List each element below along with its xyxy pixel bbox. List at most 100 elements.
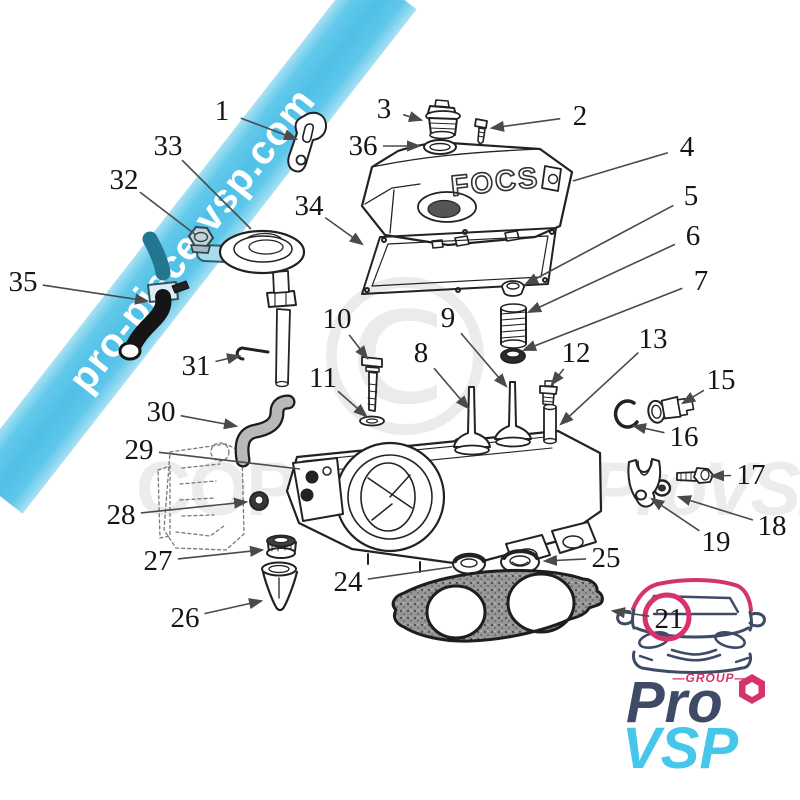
part-5-spring-retainer-drawing: [501, 280, 525, 297]
part-label-13: 13: [639, 323, 668, 355]
part-arrow-1: [240, 117, 299, 140]
part-label-34: 34: [295, 190, 325, 222]
part-label-25: 25: [592, 542, 621, 574]
part-arrow-12: [550, 368, 565, 386]
logo-pro-text: Pro: [626, 670, 723, 735]
part-29-cylinder-head-drawing: [285, 429, 603, 575]
part-arrow-10: [348, 334, 369, 360]
part-label-3: 3: [377, 93, 392, 125]
part-arrow-19: [650, 497, 700, 532]
part-label-9: 9: [441, 302, 456, 334]
part-label-29: 29: [125, 434, 154, 466]
part-arrow-18: [676, 495, 754, 521]
part-label-7: 7: [694, 265, 709, 297]
part-label-18: 18: [758, 510, 787, 542]
part-label-31: 31: [182, 350, 211, 382]
part-arrow-5: [523, 204, 674, 286]
part-26-cone-plug-drawing: [261, 561, 299, 612]
part-label-1: 1: [215, 95, 230, 127]
part-arrow-8: [433, 367, 470, 410]
part-arrow-25: [542, 554, 587, 567]
part-arrow-35: [42, 284, 150, 305]
part-label-12: 12: [562, 337, 591, 369]
part-label-11: 11: [309, 362, 337, 394]
part-label-4: 4: [680, 131, 695, 163]
part-3-oil-filler-cap-drawing: [425, 99, 461, 140]
part-8-valve-drawing: [453, 386, 491, 456]
part-arrow-6: [526, 243, 676, 314]
part-label-21: 21: [655, 603, 684, 635]
part-arrow-11: [337, 390, 368, 418]
part-13-spacer-tube-drawing: [543, 403, 557, 445]
part-36-cap-oring-drawing: [423, 139, 457, 155]
part-label-28: 28: [107, 499, 136, 531]
part-label-32: 32: [110, 164, 139, 196]
logo-vsp-text: VSP: [622, 716, 738, 781]
part-25-seal-ring-drawing: [500, 549, 540, 574]
logo-hex-nut-hole: [745, 682, 759, 697]
part-24-seal-ring-drawing: [452, 552, 487, 575]
part-arrow-21: [610, 607, 650, 619]
part-10-head-bolt-drawing: [361, 356, 383, 412]
part-label-26: 26: [171, 602, 200, 634]
part-arrow-3: [402, 111, 424, 122]
part-6-valve-spring-drawing: [500, 303, 527, 349]
part-arrow-9: [460, 332, 508, 388]
engine-block-ghost-outline: [157, 442, 245, 551]
part-arrow-15: [680, 389, 705, 405]
part-17-bolt-drawing: [676, 467, 714, 484]
part-30-breather-hose-drawing: [234, 394, 296, 468]
part-arrow-29: [158, 451, 301, 470]
part-label-24: 24: [334, 566, 364, 598]
part-label-30: 30: [147, 396, 176, 428]
part-arrow-34: [324, 217, 364, 246]
part-16-oring-clip-drawing: [613, 399, 639, 429]
highlighted-part-circle: [642, 592, 692, 642]
part-4-valve-cover-drawing: FOCS: [360, 141, 574, 249]
part-label-5: 5: [684, 180, 699, 212]
part-arrow-30: [180, 414, 239, 430]
part-32-nut-drawing: [188, 226, 214, 254]
part-arrow-7: [521, 287, 683, 351]
part-label-27: 27: [144, 545, 173, 577]
part-arrow-24: [367, 566, 453, 580]
part-28-small-seal-drawing: [249, 491, 269, 511]
part-arrow-32: [139, 191, 197, 236]
car-sketch: [616, 578, 766, 674]
part-9-valve-drawing: [494, 381, 532, 448]
part-19-fork-clamp-drawing: [627, 458, 662, 508]
part-2-cover-bolt-drawing: [474, 118, 488, 145]
part-arrow-28: [140, 497, 249, 514]
part-arrow-4: [572, 151, 669, 182]
part-label-2: 2: [573, 100, 588, 132]
part-label-15: 15: [707, 364, 736, 396]
part-label-17: 17: [737, 459, 766, 491]
part-34-cover-gasket-drawing: [361, 227, 557, 295]
part-7-valve-stem-seal-drawing: [500, 348, 526, 364]
part-arrow-33: [181, 159, 252, 230]
part-arrow-2: [489, 117, 561, 132]
part-arrow-16: [631, 423, 665, 435]
part-21-head-gasket-drawing: [391, 568, 604, 643]
part-35-water-hose-drawing: [118, 231, 190, 361]
part-arrow-27: [177, 545, 265, 560]
logo-group-label: —GROUP—: [671, 671, 747, 685]
part-arrow-13: [559, 351, 639, 426]
part-label-36: 36: [349, 130, 378, 162]
part-arrow-31: [215, 353, 242, 365]
part-label-8: 8: [414, 337, 429, 369]
part-label-16: 16: [670, 421, 699, 453]
part-arrow-26: [204, 598, 264, 615]
part-label-33: 33: [154, 130, 183, 162]
part-label-6: 6: [686, 220, 701, 252]
part-33-breather-assembly-drawing: [196, 229, 306, 388]
part-label-19: 19: [702, 526, 731, 558]
part-label-10: 10: [323, 303, 352, 335]
part-27-grommet-drawing: [266, 534, 297, 559]
part-label-35: 35: [9, 266, 38, 298]
